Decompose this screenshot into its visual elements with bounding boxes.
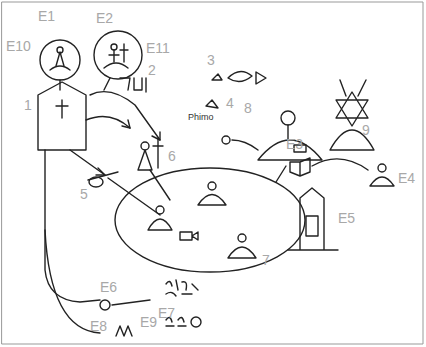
handwritten-note: Phimo: [188, 112, 214, 122]
callout-number: 5: [80, 186, 88, 202]
callout-code: E10: [6, 38, 31, 54]
callout-number: 3: [207, 52, 215, 68]
callout-code: E5: [338, 210, 355, 226]
callout-number: 7: [262, 252, 270, 268]
callout-number: 6: [168, 148, 176, 164]
callout-code: E6: [100, 279, 117, 295]
callout-code: E7: [158, 305, 175, 321]
callout-code: E2: [96, 10, 113, 26]
callout-number: 2: [148, 62, 156, 78]
callout-number: 9: [362, 122, 370, 138]
callout-code: E8: [90, 318, 107, 334]
callout-code: E11: [146, 40, 170, 56]
callout-code: E9: [140, 314, 157, 330]
callout-code: E3: [286, 136, 303, 152]
callout-code: E4: [398, 170, 415, 186]
callout-number: 8: [244, 100, 252, 116]
callout-number: 1: [24, 97, 32, 113]
callout-number: 4: [226, 95, 234, 111]
callout-code: E1: [38, 8, 55, 24]
